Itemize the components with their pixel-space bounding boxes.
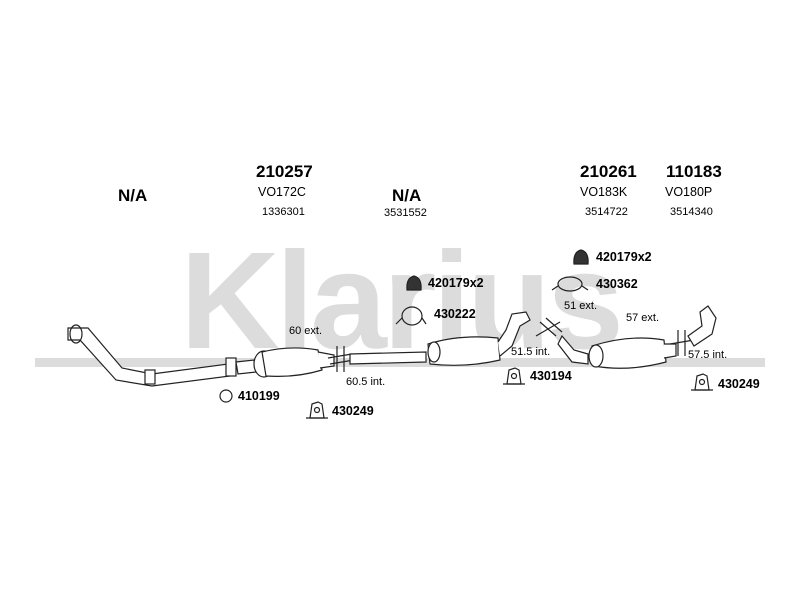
fitting-label: 430249 [332, 404, 374, 418]
part-number-1: N/A [118, 186, 148, 205]
oe-number-5: 3514340 [670, 206, 713, 218]
rubber-mount-icon [691, 373, 713, 391]
part-number-5: 110183 [666, 162, 722, 181]
oe-number-2: 1336301 [262, 206, 305, 218]
clamp-icon [395, 306, 427, 326]
part-number-4: 210261 [580, 162, 637, 181]
ring-icon [219, 389, 233, 403]
oe-number-3: 3531552 [384, 207, 427, 219]
clamp-icon [551, 276, 589, 292]
front-silencer [235, 347, 335, 378]
fitting-label: 410199 [238, 389, 280, 403]
part-code-2: VO172C [258, 185, 306, 199]
rubber-hanger-icon [573, 249, 589, 265]
fitting-label: 430222 [434, 307, 476, 321]
rear-silencer [557, 334, 677, 369]
tail-pipe [687, 305, 717, 347]
dimension-label: 60 ext. [289, 325, 323, 337]
middle-section [349, 311, 531, 366]
part-number-3: N/A [392, 186, 422, 205]
fitting-label: 420179x2 [428, 276, 484, 290]
dimension-label: 51.5 int. [511, 346, 551, 358]
rubber-hanger-icon [406, 275, 422, 291]
front-pipe [67, 324, 237, 387]
fitting-label: 430194 [530, 369, 572, 383]
fitting-label: 430249 [718, 377, 760, 391]
dimension-label: 51 ext. [564, 300, 598, 312]
joint-2 [535, 317, 563, 337]
part-code-5: VO180P [665, 185, 713, 199]
oe-number-4: 3514722 [585, 206, 628, 218]
rubber-mount-icon [306, 401, 328, 419]
joint-3 [669, 330, 695, 356]
dimension-label: 60.5 int. [346, 376, 386, 388]
rubber-mount-icon [503, 367, 525, 385]
fitting-label: 430362 [596, 277, 638, 291]
part-code-4: VO183K [580, 185, 628, 199]
dimension-label: 57.5 int. [688, 349, 728, 361]
part-number-2: 210257 [256, 162, 313, 181]
fitting-label: 420179x2 [596, 250, 652, 264]
dimension-label: 57 ext. [626, 312, 660, 324]
